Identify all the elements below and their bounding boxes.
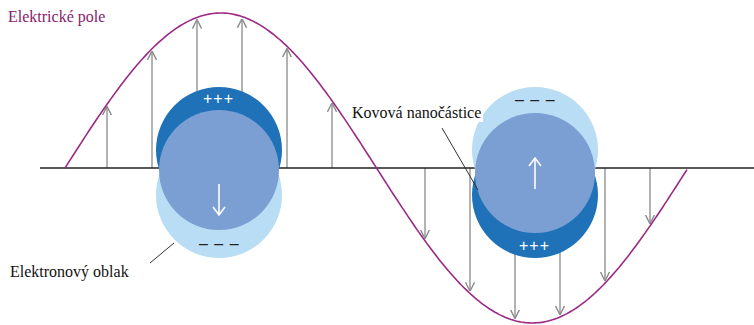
part-label: Elektronový oblak xyxy=(8,263,131,281)
sine-wave xyxy=(65,13,687,323)
field-arrow xyxy=(604,168,605,280)
leader-line xyxy=(442,128,478,190)
nanoparticle-left xyxy=(156,87,282,258)
charge-sign: +++ xyxy=(203,90,234,108)
charge-sign: – – – xyxy=(515,91,556,109)
field-arrow xyxy=(106,107,107,168)
axis-line xyxy=(40,167,754,168)
field-arrow xyxy=(331,104,332,168)
leader-line xyxy=(150,243,174,263)
part-label: Kovová nanočástice xyxy=(350,104,483,122)
field-arrow xyxy=(469,168,470,290)
field-arrow xyxy=(649,168,650,223)
field-arrow xyxy=(151,52,152,168)
charge-sign: +++ xyxy=(519,237,550,255)
field-arrow xyxy=(424,168,425,238)
nanoparticle-right xyxy=(472,87,598,258)
charge-sign: – – – xyxy=(199,235,240,253)
field-label: Elektrické pole xyxy=(8,8,105,26)
field-arrow xyxy=(286,49,287,168)
